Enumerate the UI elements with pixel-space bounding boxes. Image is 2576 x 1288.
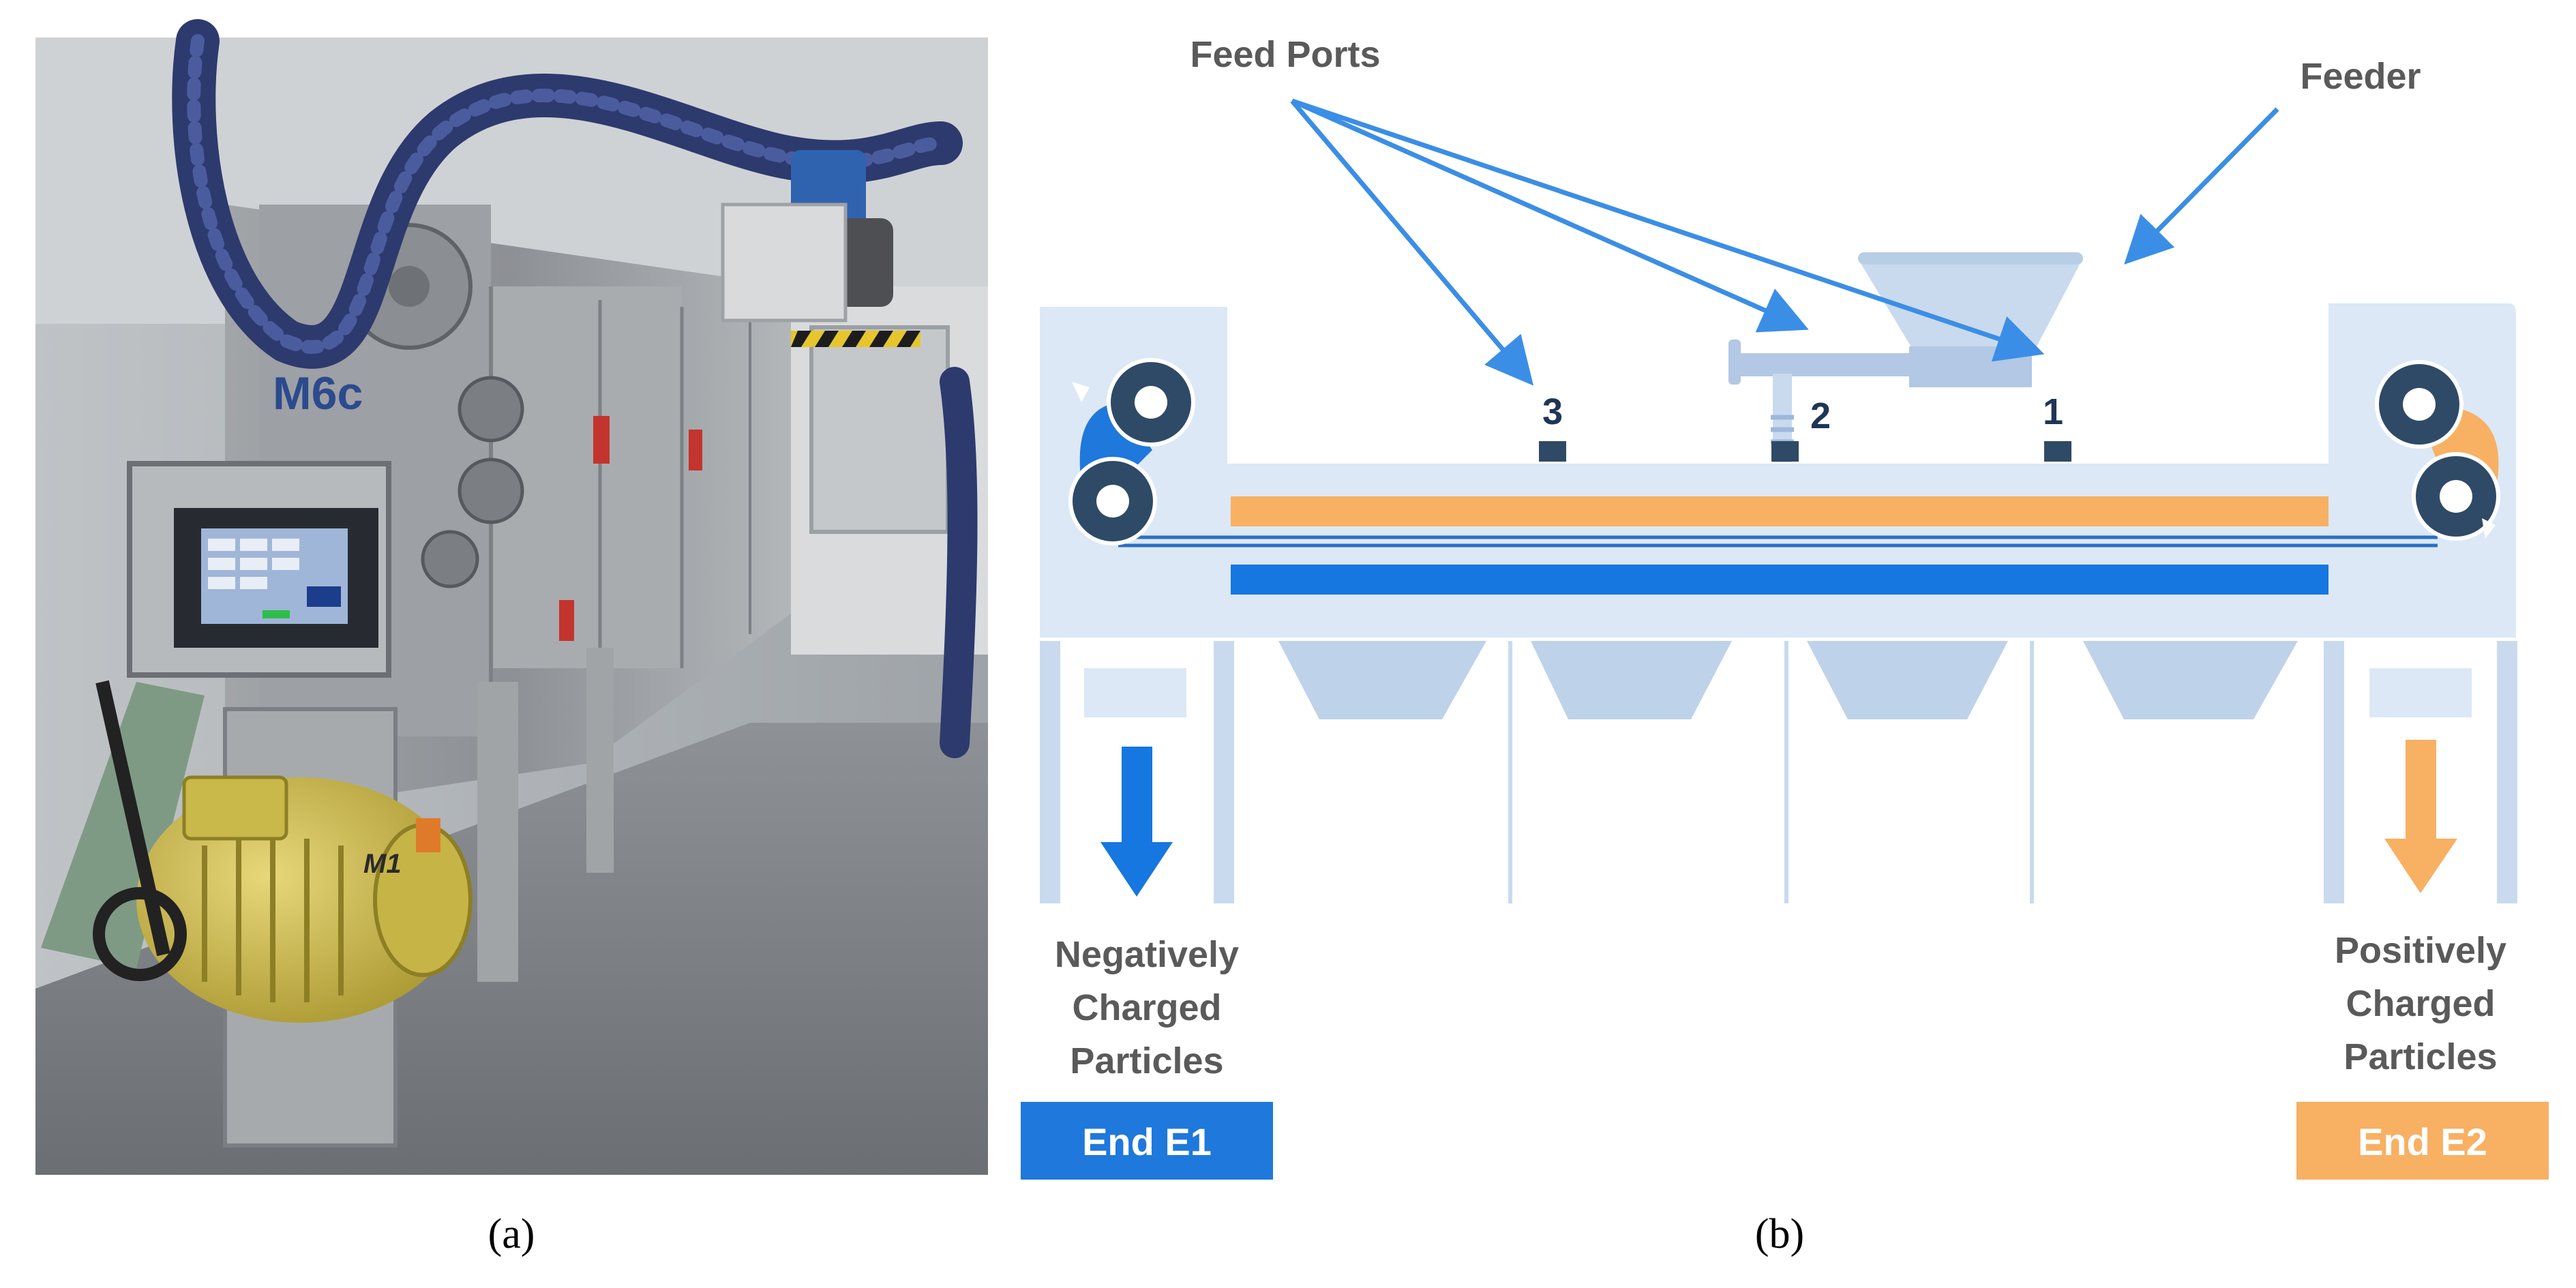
end-bin-e2 <box>2369 668 2472 717</box>
end-e1-badge <box>1021 1102 1273 1180</box>
end-e2-label: End E2 <box>2358 1120 2487 1163</box>
photo-machine-mid <box>491 286 682 668</box>
motor-label: M1 <box>363 849 402 879</box>
machine-label: M6c <box>273 368 363 419</box>
positive-text-line-1: Positively <box>2335 930 2506 971</box>
negative-text-line-3: Particles <box>1070 1040 1223 1081</box>
caption-b: (b) <box>1755 1211 1804 1257</box>
panel-b-schematic: 3 2 1 <box>1021 34 2549 1180</box>
negative-text-line-1: Negatively <box>1055 934 1239 975</box>
separator-frame <box>1040 303 2516 638</box>
arrow-down-e2 <box>2384 740 2457 893</box>
duct-hose-right <box>940 367 978 758</box>
feed-port-arrows <box>1290 98 2045 386</box>
end-e1-label: End E1 <box>1082 1120 1212 1163</box>
feeder-hopper <box>1861 265 2080 349</box>
panel-a-photo: M6c <box>35 19 988 1175</box>
feed-port-2 <box>1771 441 1799 462</box>
positive-text-line-3: Particles <box>2343 1036 2497 1077</box>
feeder-label: Feeder <box>2300 56 2421 97</box>
feeder-lid <box>1858 252 2083 265</box>
collection-bin-4 <box>2083 641 2298 719</box>
negative-text-line-2: Charged <box>1072 987 1221 1028</box>
feed-pipe <box>1732 353 1913 376</box>
positive-electrode <box>1231 496 2328 526</box>
caption-a: (a) <box>488 1211 535 1257</box>
collection-bin-3 <box>1807 641 2008 719</box>
end-bin-e1 <box>1084 668 1186 717</box>
feeder-arrow <box>2124 107 2279 265</box>
collection-bin-2 <box>1531 641 1732 719</box>
feed-port-1 <box>2044 441 2071 462</box>
feed-ports-label: Feed Ports <box>1190 34 1380 75</box>
port-label-2: 2 <box>1810 395 1831 436</box>
port-label-3: 3 <box>1542 391 1563 432</box>
feed-port-3 <box>1539 441 1566 462</box>
feeder-outlet <box>1909 346 2032 387</box>
end-e2-badge <box>2296 1102 2549 1180</box>
collection-bin-1 <box>1278 641 1486 719</box>
port-label-1: 1 <box>2043 391 2063 432</box>
photo-door <box>809 325 950 534</box>
belt-guard <box>41 682 205 968</box>
positive-text-line-2: Charged <box>2346 983 2495 1024</box>
left-charge-zone <box>1079 402 1152 477</box>
negative-electrode <box>1231 565 2328 595</box>
arrow-down-e1 <box>1100 747 1173 897</box>
